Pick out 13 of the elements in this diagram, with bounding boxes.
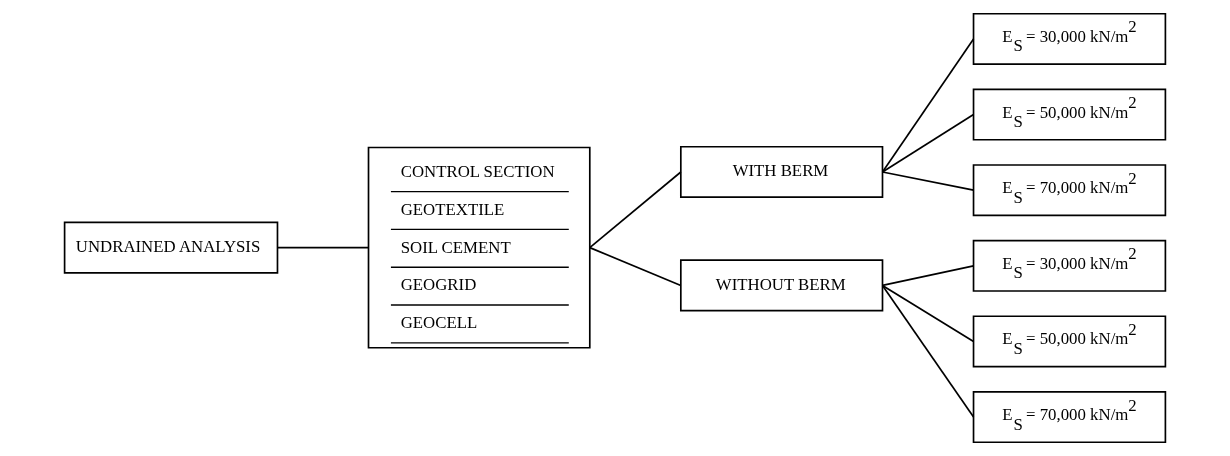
connector [588,171,682,249]
connector [881,284,975,343]
node-box: CONTROL SECTION GEOTEXTILE SOIL CEMENT GEOGRID GEOCELL [367,146,591,349]
connector [881,38,975,173]
connector [881,264,975,287]
connector [881,284,975,418]
connector [276,246,370,249]
connector [881,113,975,173]
node-box: UNDRAINED ANALYSIS [63,221,279,274]
connector [588,246,682,287]
node-box: WITH BERM [680,145,884,199]
connector [881,171,975,192]
node-box: WITHOUT BERM [680,259,884,312]
